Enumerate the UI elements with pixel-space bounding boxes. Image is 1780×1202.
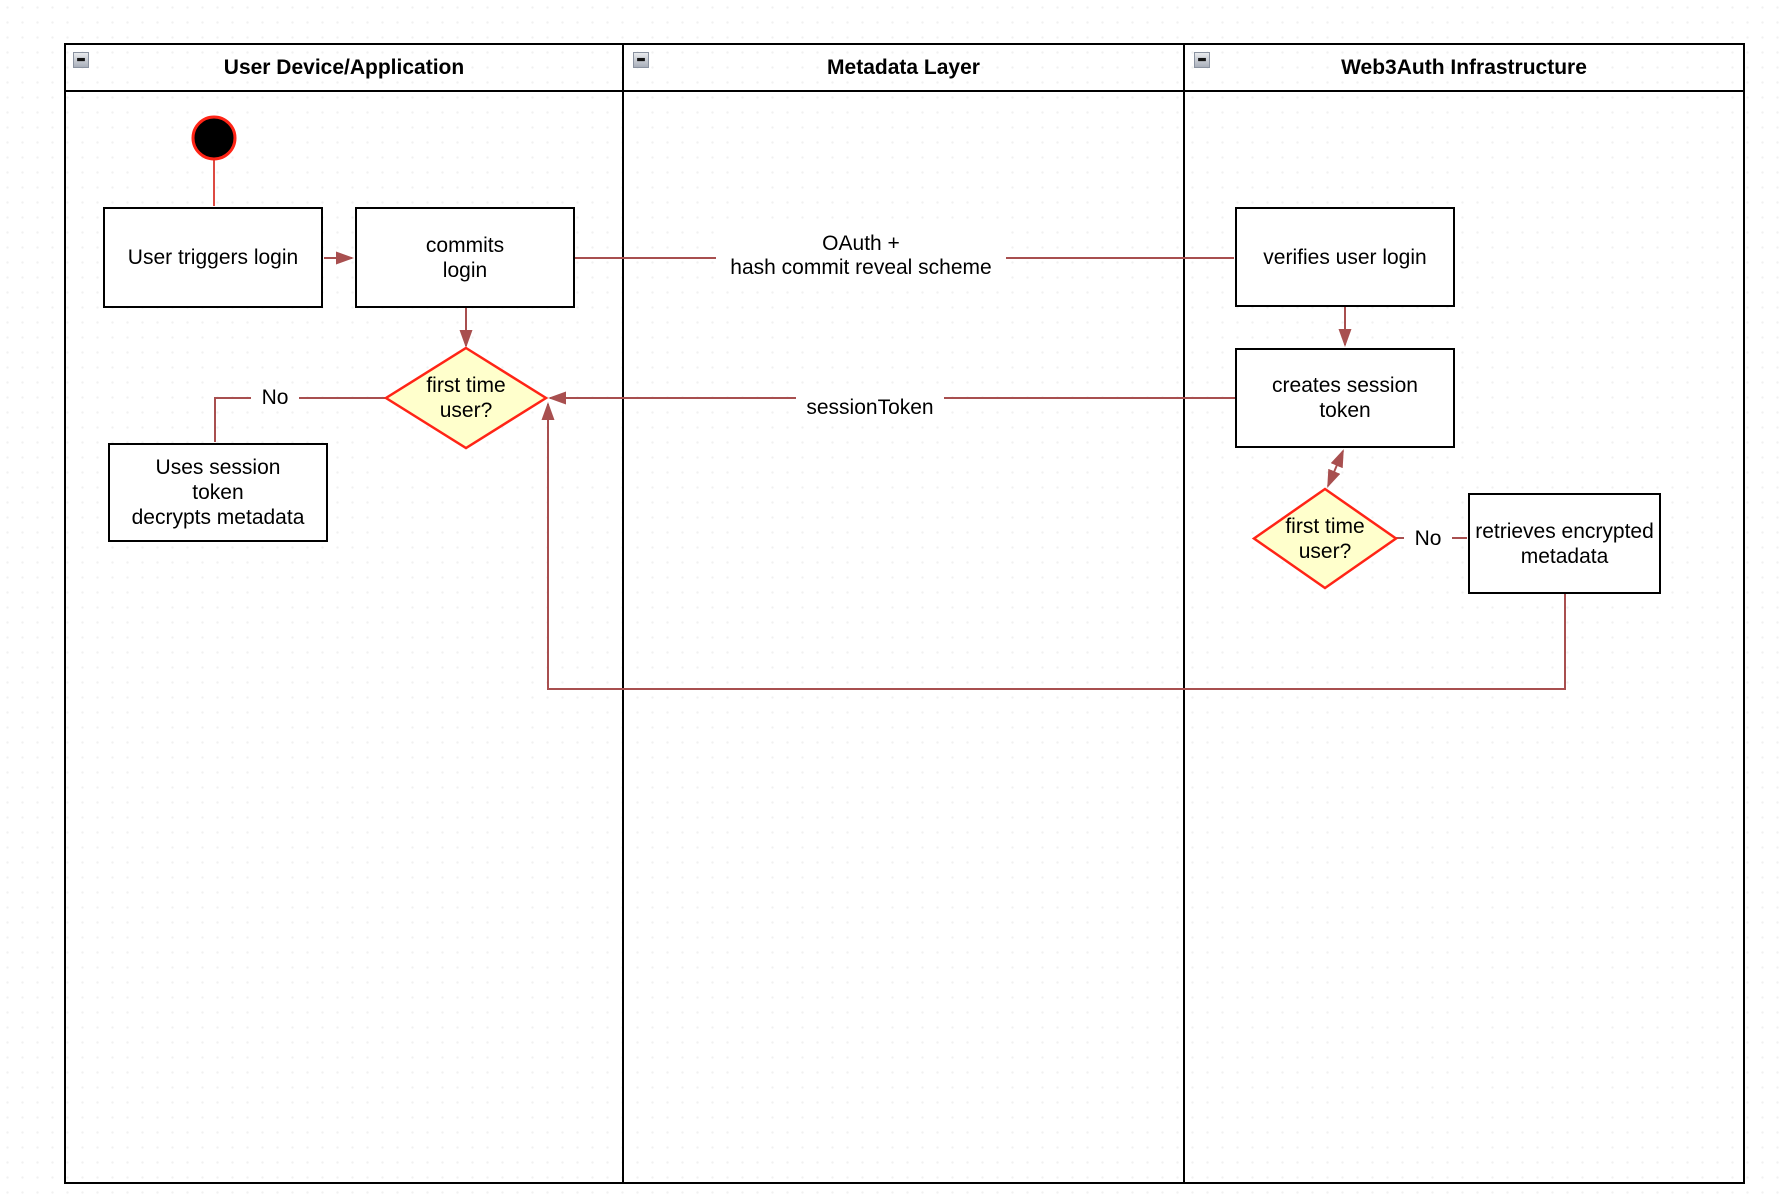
collapse-lane-button-3[interactable]: − (1194, 46, 1210, 74)
collapse-minus-icon: − (636, 43, 646, 77)
edge-label-oauth[interactable]: OAuth + hash commit reveal scheme (716, 231, 1006, 281)
collapse-lane-button-2[interactable]: − (633, 46, 649, 74)
node-verifies-user-login[interactable]: verifies user login (1235, 207, 1455, 307)
edge-label-no-left[interactable]: No (251, 385, 299, 411)
decision-node-first-time-user-1[interactable] (383, 346, 549, 450)
edge-label-session-token[interactable]: sessionToken (796, 394, 944, 422)
lane-title-user-device[interactable]: User Device/Application (223, 55, 465, 79)
edge-creates-to-decision-2[interactable] (1327, 449, 1344, 488)
node-creates-session-token[interactable]: creates session token (1235, 348, 1455, 448)
edge-label-no-right[interactable]: No (1404, 526, 1452, 552)
node-uses-session-token[interactable]: Uses session token decrypts metadata (108, 443, 328, 542)
node-commits-login[interactable]: commits login (355, 207, 575, 308)
collapse-minus-icon: − (1197, 43, 1207, 77)
decision-label-first-time-user-1: first time user? (426, 374, 506, 422)
lane-title-web3auth-infrastructure[interactable]: Web3Auth Infrastructure (1341, 55, 1587, 79)
collapse-lane-button-1[interactable]: − (73, 46, 89, 74)
collapse-minus-icon: − (76, 43, 86, 77)
edge-retrieves-to-decision-1-feedback[interactable] (541, 402, 1566, 690)
edge-decision-1-no[interactable] (214, 397, 386, 442)
start-node[interactable] (191, 115, 237, 161)
pool-frame (64, 43, 1745, 1184)
decision-label-first-time-user-2: first time user? (1285, 515, 1365, 563)
decision-node-first-time-user-2[interactable] (1251, 487, 1399, 590)
lane-title-metadata-layer[interactable]: Metadata Layer (827, 55, 980, 79)
node-user-triggers-login[interactable]: User triggers login (103, 207, 323, 308)
node-retrieves-encrypted-metadata[interactable]: retrieves encrypted metadata (1468, 493, 1661, 594)
